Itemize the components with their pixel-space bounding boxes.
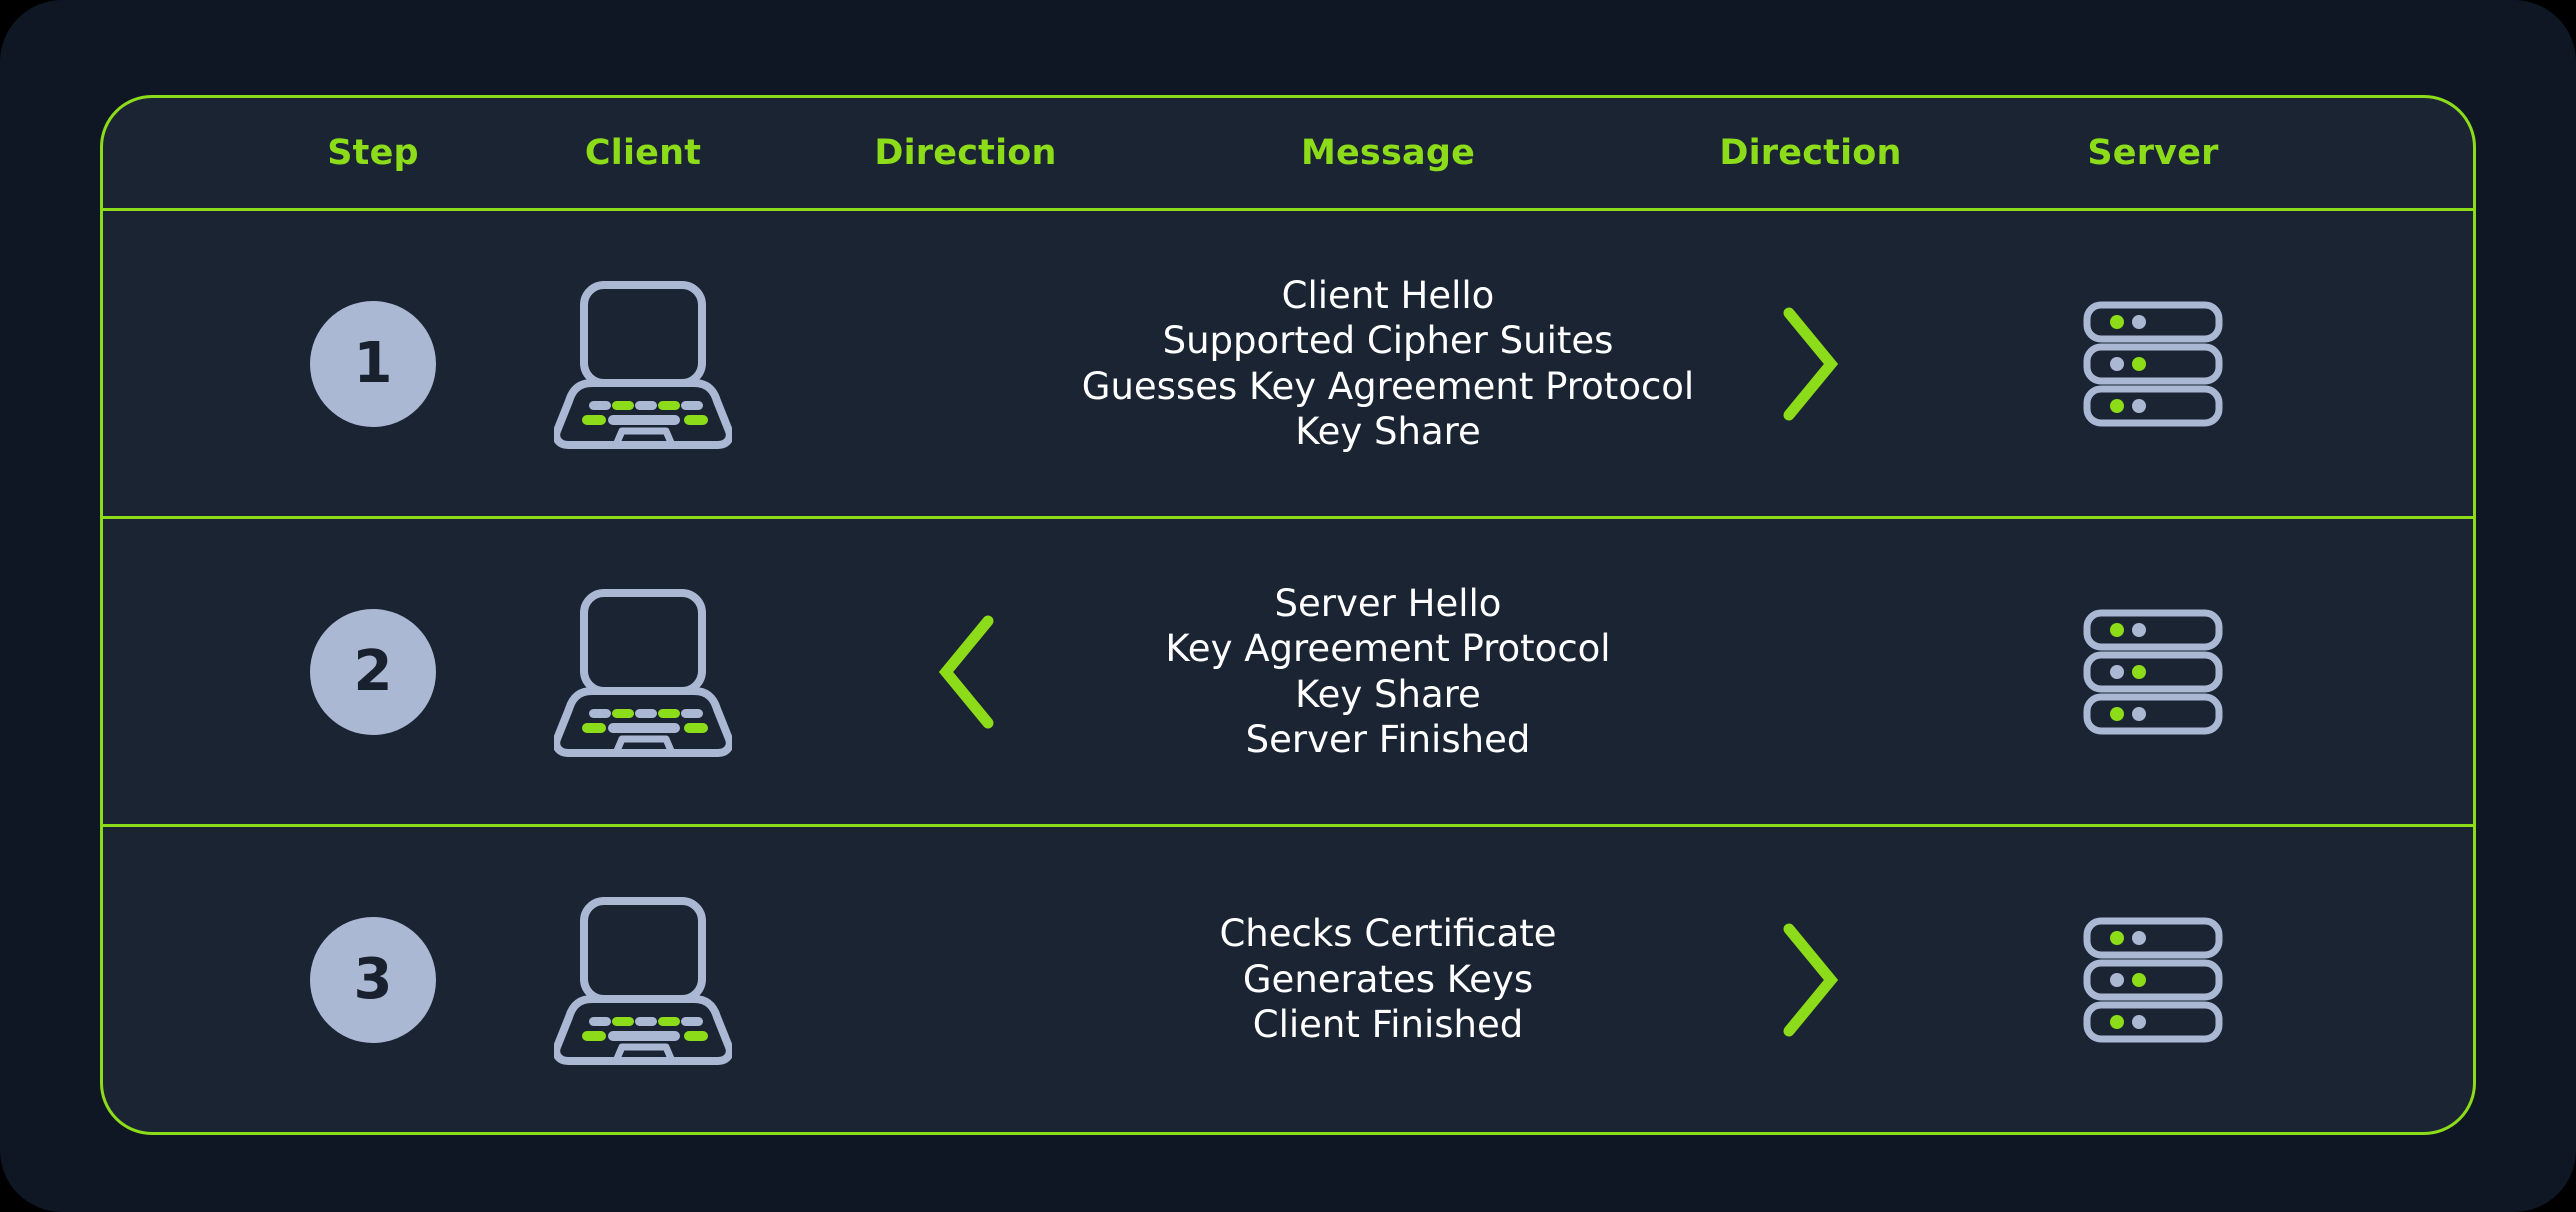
message-line: Client Finished <box>1252 1003 1524 1047</box>
message-text: Client Hello Supported Cipher Suites Gue… <box>1082 273 1694 455</box>
step-badge: 1 <box>310 300 436 427</box>
direction-right-cell <box>1638 211 1983 516</box>
client-cell <box>493 211 793 516</box>
table-row: 1 <box>103 211 2473 519</box>
server-cell <box>1983 211 2323 516</box>
message-line: Checks Certificate <box>1219 912 1557 956</box>
message-line: Server Finished <box>1245 718 1531 761</box>
header-cell-step: Step <box>253 98 493 208</box>
laptop-icon <box>554 280 732 449</box>
direction-left-cell <box>793 519 1138 824</box>
message-cell: Checks Certificate Generates Keys Client… <box>1138 827 1638 1132</box>
chevron-right-icon <box>1783 307 1838 420</box>
server-cell <box>1983 827 2323 1132</box>
direction-right-empty <box>1810 671 1811 672</box>
header-label-direction-right: Direction <box>1719 133 1902 173</box>
client-cell <box>493 519 793 824</box>
header-cell-message: Message <box>1138 98 1638 208</box>
message-line: Key Agreement Protocol <box>1165 627 1611 670</box>
step-badge: 3 <box>310 916 436 1043</box>
message-line: Key Share <box>1295 410 1481 453</box>
header-cell-direction-right: Direction <box>1638 98 1983 208</box>
message-line: Key Share <box>1295 672 1481 716</box>
step-cell: 1 <box>253 211 493 516</box>
message-line: Supported Cipher Suites <box>1162 319 1614 362</box>
server-cell <box>1983 519 2323 824</box>
header-label-server: Server <box>2087 133 2219 173</box>
header-label-direction-left: Direction <box>874 133 1057 173</box>
direction-left-cell <box>793 827 1138 1132</box>
tls-handshake-table: Step Client Direction Message Direction … <box>100 95 2476 1135</box>
server-icon <box>2083 301 2223 426</box>
step-badge: 2 <box>310 608 436 735</box>
header-label-message: Message <box>1300 133 1476 173</box>
header-cell-server: Server <box>1983 98 2323 208</box>
header-label-step: Step <box>327 133 419 173</box>
message-text: Checks Certificate Generates Keys Client… <box>1219 911 1556 1048</box>
direction-right-cell <box>1638 827 1983 1132</box>
server-icon <box>2083 609 2223 734</box>
direction-right-cell <box>1638 519 1983 824</box>
message-text: Server Hello Key Agreement Protocol Key … <box>1165 581 1610 763</box>
step-cell: 3 <box>253 827 493 1132</box>
table-row: 3 <box>103 827 2473 1132</box>
message-line: Client Hello <box>1281 273 1495 317</box>
step-cell: 2 <box>253 519 493 824</box>
server-icon <box>2083 917 2223 1042</box>
client-cell <box>493 827 793 1132</box>
chevron-right-icon <box>1783 923 1838 1036</box>
header-cell-client: Client <box>493 98 793 208</box>
laptop-icon <box>554 588 732 757</box>
header-label-client: Client <box>584 133 702 173</box>
table-header-row: Step Client Direction Message Direction … <box>103 98 2473 211</box>
message-line: Guesses Key Agreement Protocol <box>1081 364 1695 408</box>
message-line: Generates Keys <box>1242 957 1534 1001</box>
message-line: Server Hello <box>1274 581 1502 625</box>
chevron-left-icon <box>938 615 993 728</box>
header-cell-direction-left: Direction <box>793 98 1138 208</box>
direction-left-empty <box>965 363 966 364</box>
direction-left-empty <box>965 979 966 980</box>
laptop-icon <box>554 896 732 1065</box>
message-cell: Client Hello Supported Cipher Suites Gue… <box>1082 211 1694 516</box>
table-row: 2 <box>103 519 2473 827</box>
message-cell: Server Hello Key Agreement Protocol Key … <box>1138 519 1638 824</box>
